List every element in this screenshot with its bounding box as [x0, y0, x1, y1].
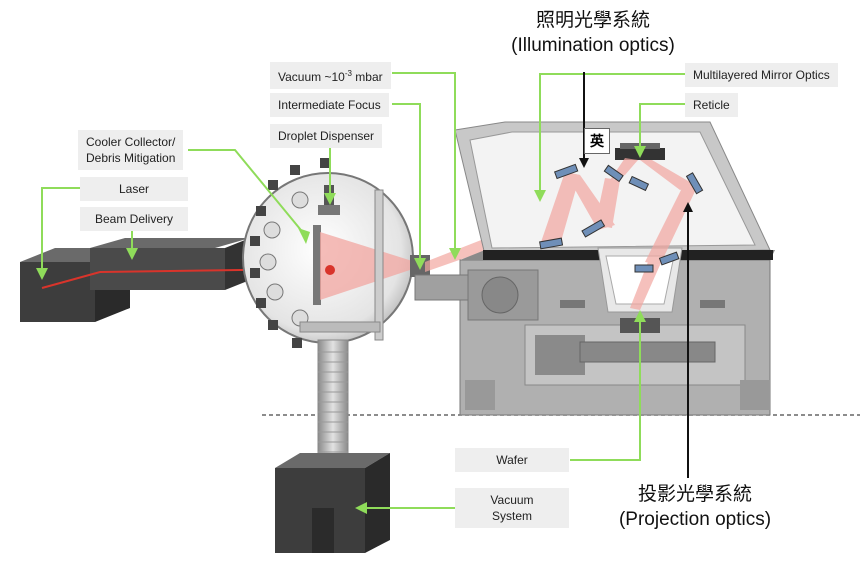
projection-optics-chinese: 投影光學系統: [637, 483, 752, 505]
vacuum-pressure-label: Vacuum ~10-3 mbar: [270, 62, 391, 89]
illumination-beams: [540, 158, 638, 245]
cooler-collector-line2: Debris Mitigation: [86, 151, 176, 165]
vacuum-system-line1: Vacuum: [490, 493, 534, 507]
laser-label: Laser: [80, 177, 188, 201]
cooler-collector-label: Cooler Collector/ Debris Mitigation: [78, 130, 184, 170]
vacuum-system-unit: [275, 453, 390, 553]
intermediate-focus-label: Intermediate Focus: [270, 93, 389, 117]
scanner-housing: [414, 121, 775, 416]
source-chamber: [242, 158, 425, 353]
projection-beams: [630, 160, 698, 310]
projection-optics-english: (Projection optics): [618, 509, 772, 530]
cooler-collector-line1: Cooler Collector/: [86, 135, 176, 149]
wafer-label: Wafer: [455, 448, 569, 472]
reticle-label: Reticle: [685, 93, 738, 117]
illumination-optics-english: (Illumination optics): [511, 35, 675, 56]
beam-delivery-unit: [90, 238, 250, 290]
leader-lines: [41, 72, 685, 509]
droplet-dispenser-label: Droplet Dispenser: [270, 124, 383, 148]
vacuum-pressure-exponent: -3: [344, 69, 352, 78]
vacuum-system-label: Vacuum System: [455, 488, 569, 528]
vacuum-pressure-text: Vacuum ~10: [278, 70, 345, 84]
illumination-optics-chinese: 照明光學系統: [535, 9, 650, 31]
beam-delivery-label: Beam Delivery: [80, 207, 188, 231]
multilayered-mirror-optics-label: Multilayered Mirror Optics: [685, 63, 838, 87]
ying-mark: 英: [584, 128, 610, 154]
euv-light-cone: [320, 232, 425, 300]
mirrors: [539, 163, 704, 273]
vacuum-system-line2: System: [491, 509, 532, 523]
vacuum-pressure-unit: mbar: [351, 70, 383, 84]
vacuum-bellows: [317, 339, 349, 463]
